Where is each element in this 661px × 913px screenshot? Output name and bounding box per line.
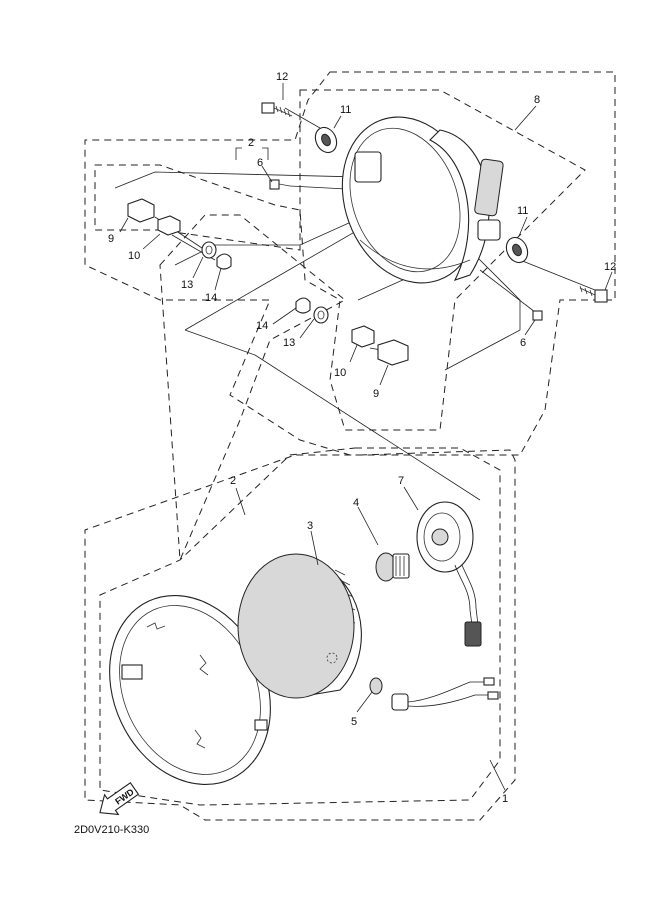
fasteners-top [261, 102, 608, 321]
screw-6-top [269, 179, 291, 190]
callout-13-right: 13 [283, 337, 295, 349]
grommet-11-left [314, 126, 338, 154]
socket-7 [416, 501, 482, 647]
callout-3: 3 [307, 520, 313, 532]
part-13-left [201, 241, 217, 259]
callout-9-left: 9 [108, 233, 114, 245]
headlight-body [341, 116, 504, 284]
part-10-right [351, 325, 375, 348]
bolt-12-right [579, 285, 608, 303]
outline-group-1 [84, 449, 516, 821]
callout-5: 5 [351, 716, 357, 728]
callout-12-right: 12 [604, 261, 616, 273]
part-9-left [127, 198, 155, 223]
callout-7: 7 [398, 475, 404, 487]
adjuster-set-right [295, 297, 409, 366]
fwd-arrow-icon [99, 782, 140, 816]
callout-10-right: 10 [334, 367, 346, 379]
callout-1: 1 [502, 793, 508, 805]
bulb-4 [375, 552, 410, 582]
outline-fasteners-left [159, 214, 346, 561]
callout-6-right: 6 [520, 337, 526, 349]
callout-13-left: 13 [181, 279, 193, 291]
callout-9-right: 9 [373, 388, 379, 400]
callout-6-top: 6 [257, 157, 263, 169]
screw-6-right [532, 310, 543, 321]
outline-group-2-inner [99, 447, 501, 806]
callout-12-left: 12 [276, 71, 288, 83]
callout-2-mid: 2 [230, 475, 236, 487]
outline-group-2-upper [94, 89, 586, 431]
grommet-11-right [505, 236, 529, 264]
position-bulb-5 [369, 677, 499, 711]
callout-11-right: 11 [517, 205, 528, 217]
part-9-right [377, 339, 409, 366]
part-14-right [295, 297, 311, 314]
callout-10-left: 10 [128, 250, 140, 262]
callout-2-top: 2 [248, 137, 254, 149]
part-14-left [216, 253, 232, 270]
callout-14-left: 14 [205, 292, 217, 304]
callout-leaders [119, 83, 613, 791]
bolt-12-left [261, 102, 293, 118]
part-10-left [157, 215, 181, 236]
outline-group-8 [84, 71, 616, 456]
adjuster-set-left [127, 198, 232, 270]
callout-labels: 12 11 8 2 6 9 10 13 14 11 12 14 13 6 10 … [108, 71, 616, 805]
callout-11-left: 11 [340, 104, 351, 116]
diagram-code: 2D0V210-K330 [74, 824, 149, 836]
group-outlines [84, 71, 616, 821]
part-13-right [313, 306, 329, 324]
callout-14-right: 14 [256, 320, 268, 332]
lens-unit [237, 553, 362, 699]
callout-4: 4 [353, 497, 359, 509]
callout-8: 8 [534, 94, 540, 106]
